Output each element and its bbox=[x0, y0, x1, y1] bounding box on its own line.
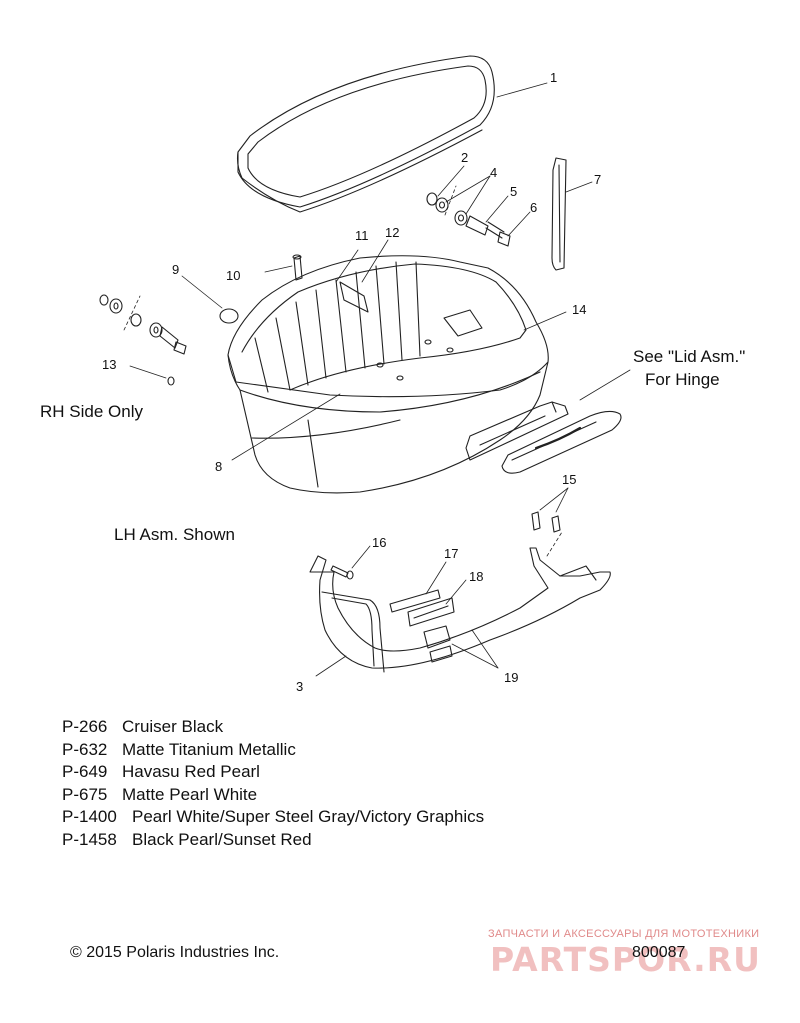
callout-15: 15 bbox=[562, 472, 577, 487]
callout-3: 3 bbox=[296, 679, 304, 694]
part-9-plug bbox=[219, 308, 239, 324]
callout-14: 14 bbox=[572, 302, 587, 317]
paint-name: Matte Titanium Metallic bbox=[122, 739, 296, 759]
callout-5: 5 bbox=[510, 184, 518, 199]
callout-6: 6 bbox=[530, 200, 538, 215]
see-lid-note-line1: See "Lid Asm." bbox=[633, 347, 746, 366]
callout-12: 12 bbox=[385, 225, 400, 240]
callout-11: 11 bbox=[355, 228, 369, 243]
part-14-saddlebag-shell bbox=[227, 255, 549, 494]
copyright-text: © 2015 Polaris Industries Inc. bbox=[70, 944, 280, 961]
rh-side-hardware bbox=[99, 294, 187, 386]
part-15-bolts bbox=[531, 511, 561, 533]
callout-9: 9 bbox=[172, 262, 180, 277]
part-16-screw bbox=[330, 565, 354, 580]
callout-8: 8 bbox=[215, 459, 223, 474]
paint-code: P-632 bbox=[62, 739, 108, 759]
paint-code: P-675 bbox=[62, 784, 108, 804]
callout-4: 4 bbox=[490, 165, 498, 180]
part-7-trim-strip bbox=[551, 157, 567, 271]
paint-row: P-649 Havasu Red Pearl bbox=[62, 761, 484, 784]
paint-code-list: P-266 Cruiser Black P-632 Matte Titanium M… bbox=[62, 716, 484, 851]
hinge-assembly bbox=[465, 401, 622, 474]
paint-code: P-266 bbox=[62, 717, 108, 736]
paint-name: Pearl White/Super Steel Gray/Victory Gra… bbox=[132, 807, 485, 826]
watermark-logo: PARTSPOR.RU bbox=[490, 940, 761, 979]
callout-13: 13 bbox=[102, 357, 117, 372]
paint-code: P-1400 bbox=[62, 807, 117, 826]
callout-2: 2 bbox=[461, 150, 469, 165]
lh-asm-shown-note: LH Asm. Shown bbox=[114, 525, 235, 544]
callout-1: 1 bbox=[550, 70, 558, 85]
callout-19: 19 bbox=[504, 670, 519, 685]
paint-row: P-675 Matte Pearl White bbox=[62, 784, 484, 807]
see-lid-note-line2: For Hinge bbox=[645, 370, 720, 389]
callout-10: 10 bbox=[226, 268, 241, 283]
paint-name: Cruiser Black bbox=[122, 717, 224, 736]
hardware-washers-bolt bbox=[426, 192, 511, 247]
part-10-pin bbox=[292, 254, 303, 281]
paint-row: P-1458 Black Pearl/Sunset Red bbox=[62, 829, 484, 852]
paint-name: Matte Pearl White bbox=[122, 784, 258, 804]
document-number: 800087 bbox=[632, 944, 686, 961]
callout-7: 7 bbox=[594, 172, 602, 187]
rh-side-only-note: RH Side Only bbox=[40, 402, 143, 421]
part-1-lid-seal bbox=[236, 55, 495, 213]
paint-name: Havasu Red Pearl bbox=[122, 762, 260, 781]
callout-17: 17 bbox=[444, 546, 459, 561]
part-18-bracket bbox=[407, 597, 455, 627]
part-3-guard-rail bbox=[309, 547, 611, 673]
callout-18: 18 bbox=[469, 569, 484, 584]
paint-code: P-649 bbox=[62, 762, 108, 781]
paint-code: P-1458 bbox=[62, 829, 117, 849]
callout-16: 16 bbox=[372, 535, 387, 550]
leader-lines bbox=[129, 82, 631, 677]
dashed-lines bbox=[123, 185, 563, 557]
paint-row: P-632 Matte Titanium Metallic bbox=[62, 739, 484, 762]
paint-row: P-1400 Pearl White/Super Steel Gray/Victo… bbox=[62, 806, 484, 829]
paint-name: Black Pearl/Sunset Red bbox=[132, 829, 312, 849]
paint-row: P-266 Cruiser Black bbox=[62, 716, 484, 739]
part-17-bracket bbox=[389, 589, 441, 613]
watermark-tagline: ЗАПЧАСТИ И АКСЕССУАРЫ ДЛЯ МОТОТЕХНИКИ bbox=[488, 928, 760, 940]
